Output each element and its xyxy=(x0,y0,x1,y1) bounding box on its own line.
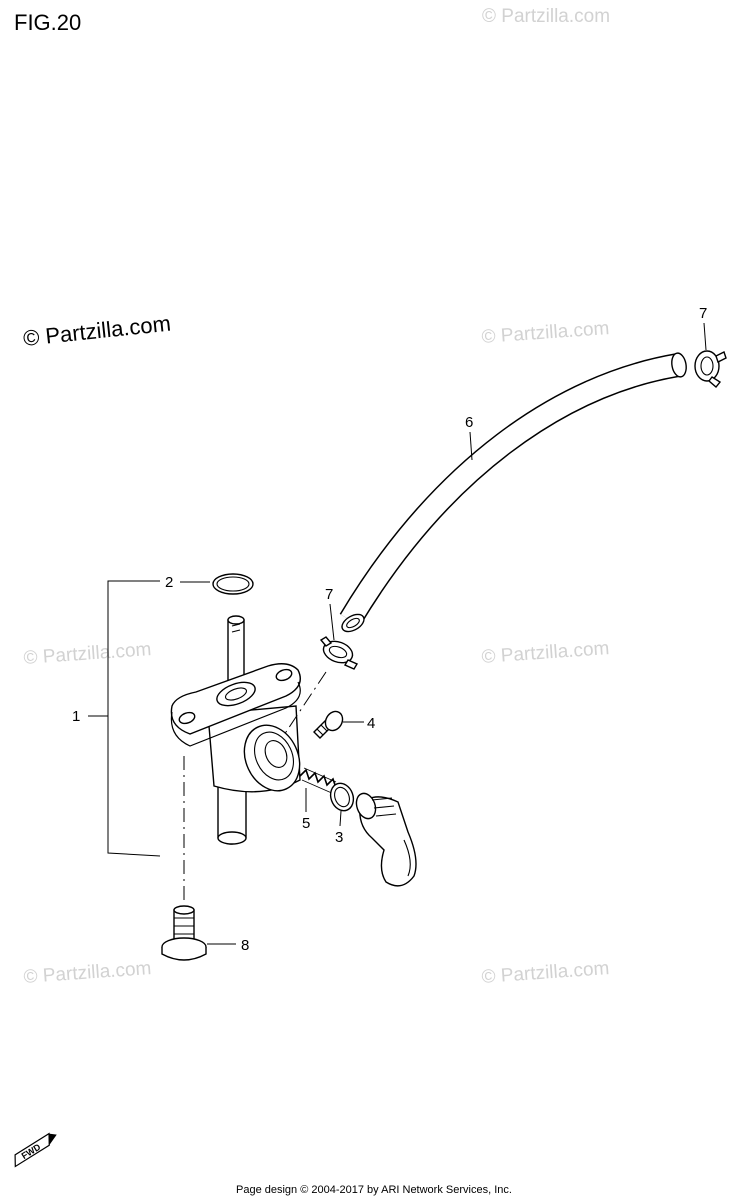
watermark-lower-left: © Partzilla.com xyxy=(23,958,152,988)
spring-part-5[interactable] xyxy=(299,767,337,795)
o-ring-part-3[interactable] xyxy=(327,780,357,814)
callout-6: 6 xyxy=(465,414,473,431)
fuel-cock-lever[interactable] xyxy=(353,791,417,887)
watermark-lower-right: © Partzilla.com xyxy=(481,958,610,988)
watermark-mid-left: © Partzilla.com xyxy=(23,639,152,669)
o-ring-part-2[interactable] xyxy=(212,573,254,595)
callout-3: 3 xyxy=(335,829,343,846)
callout-4: 4 xyxy=(367,715,375,732)
watermark-upper-right: © Partzilla.com xyxy=(481,318,610,348)
watermark-mid-right: © Partzilla.com xyxy=(481,638,610,668)
watermark-main: © Partzilla.com xyxy=(22,311,172,351)
callout-8: 8 xyxy=(241,937,249,954)
callout-5: 5 xyxy=(302,815,310,832)
watermark-top-right: © Partzilla.com xyxy=(482,6,610,27)
callout-1: 1 xyxy=(72,708,80,725)
screw-part-4[interactable] xyxy=(313,708,346,739)
hose-clamp-part-7-mid[interactable] xyxy=(319,636,359,670)
assembly-line-clamp xyxy=(283,671,327,736)
hose-clamp-part-7-top[interactable] xyxy=(694,350,727,389)
callout-2: 2 xyxy=(165,574,173,591)
fwd-badge: FWD xyxy=(14,1132,57,1168)
callout-7-top: 7 xyxy=(699,305,707,322)
callout-7-mid: 7 xyxy=(325,586,333,603)
callout-numbers: 1 2 3 4 5 6 7 7 8 xyxy=(72,305,707,954)
leader-lines xyxy=(88,322,707,945)
fuel-cock-body-part-1[interactable] xyxy=(170,615,310,845)
figure-title: FIG.20 xyxy=(14,10,81,35)
watermark-layer: © Partzilla.com © Partzilla.com © Partzi… xyxy=(23,6,610,988)
bolt-part-8[interactable] xyxy=(161,905,207,961)
footer-copyright: Page design © 2004-2017 by ARI Network S… xyxy=(236,1184,512,1196)
fuel-hose-part-6[interactable] xyxy=(339,352,688,635)
